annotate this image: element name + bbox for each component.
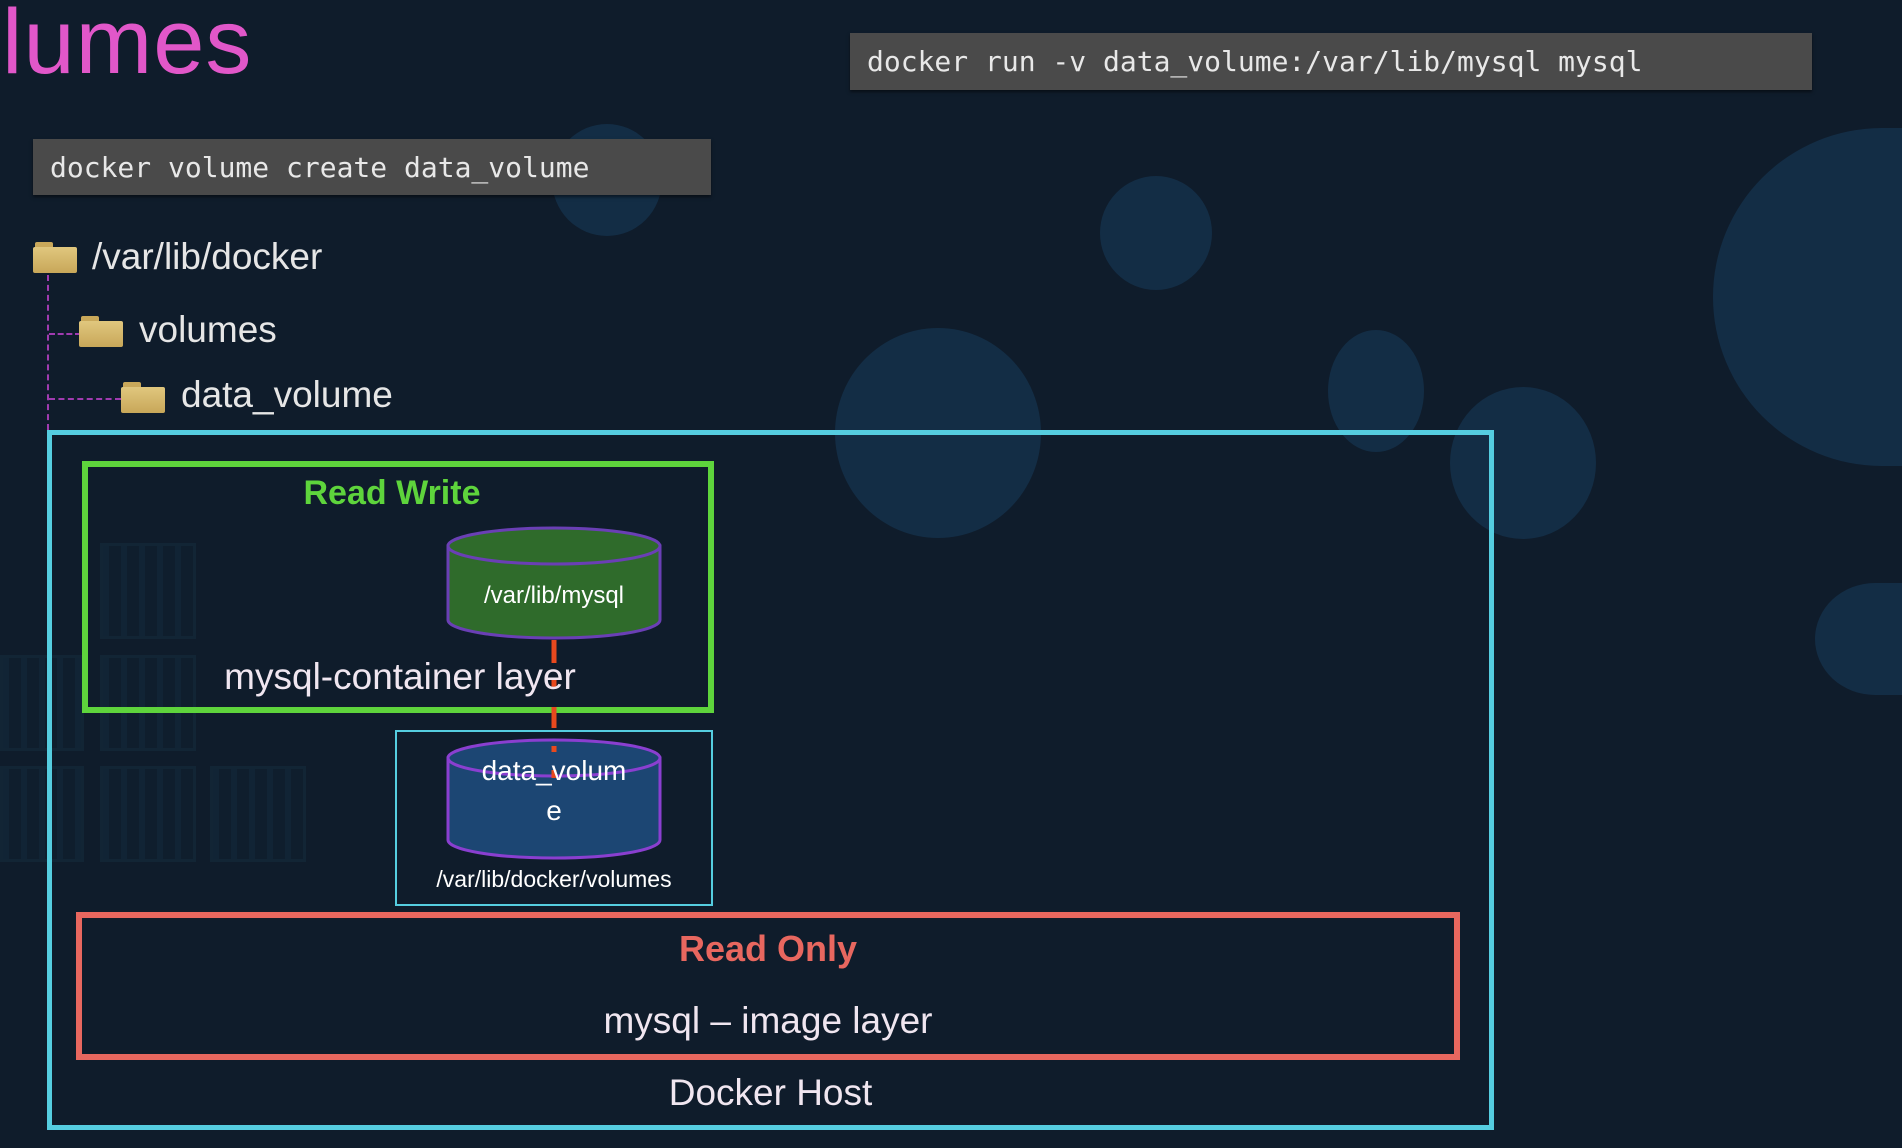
read-write-layer-box	[82, 461, 714, 713]
folder-icon	[79, 316, 123, 347]
background-circle	[1450, 387, 1596, 539]
background-crate	[100, 655, 196, 751]
mysql-mount-cylinder	[446, 526, 662, 640]
tree-connector	[47, 275, 49, 430]
background-crate	[0, 766, 84, 862]
tree-item-root: /var/lib/docker	[92, 236, 323, 277]
read-write-title: Read Write	[303, 474, 481, 512]
command-run-text: docker run -v data_volume:/var/lib/mysql…	[867, 45, 1643, 78]
background-circle	[1100, 176, 1212, 290]
docker-host-label: Docker Host	[668, 1072, 873, 1113]
background-crate	[100, 766, 196, 862]
volume-storage-box	[395, 730, 713, 906]
volume-path-label: /var/lib/docker/volumes	[436, 866, 672, 892]
background-circle	[1815, 583, 1902, 695]
data-volume-label-line1: data_volum	[481, 755, 627, 786]
container-layer-label: mysql-container layer	[224, 656, 576, 697]
mysql-mount-label: /var/lib/mysql	[483, 582, 625, 609]
read-only-layer-box	[76, 912, 1460, 1060]
tree-connector	[49, 333, 81, 335]
folder-icon	[33, 242, 77, 273]
image-layer-label: mysql – image layer	[603, 1000, 933, 1041]
tree-connector	[49, 398, 121, 400]
tree-item-volumes: volumes	[139, 309, 277, 350]
slide-title: lumes	[2, 0, 253, 93]
read-only-title: Read Only	[678, 928, 858, 969]
command-run: docker run -v data_volume:/var/lib/mysql…	[850, 33, 1812, 90]
background-crate	[210, 766, 306, 862]
background-crate	[100, 543, 196, 639]
folder-icon	[121, 382, 165, 413]
tree-item-data-volume: data_volume	[181, 374, 393, 415]
command-create: docker volume create data_volume	[33, 139, 711, 195]
command-create-text: docker volume create data_volume	[50, 150, 590, 184]
data-volume-label-line2: e	[546, 795, 562, 826]
docker-host-box	[47, 430, 1494, 1130]
